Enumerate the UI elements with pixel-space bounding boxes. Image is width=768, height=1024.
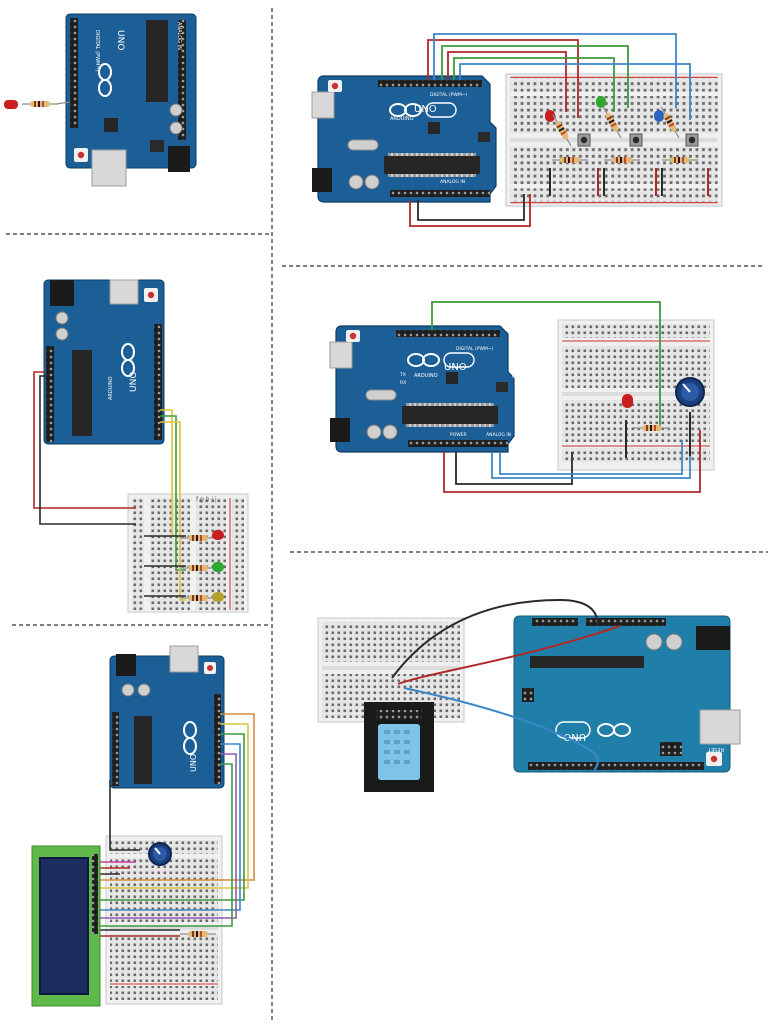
- panel-three-leds: UNO ARDUINO f g h i j: [33, 279, 249, 613]
- led-yellow: [212, 592, 224, 602]
- arduino-board: UNO RESET: [513, 615, 741, 773]
- wires: [100, 713, 255, 937]
- arduino-board: UNO DIGITAL (PWM~) ANALOG IN: [65, 13, 197, 187]
- breadboard: [105, 835, 223, 1005]
- breadboard: f g h i j: [127, 493, 249, 613]
- lcd-16x2: [31, 845, 101, 1007]
- analog-in-label: ANALOG IN: [486, 432, 511, 438]
- led-red: [212, 530, 224, 540]
- panel-single-led: UNO DIGITAL (PWM~) ANALOG IN: [4, 13, 197, 187]
- pushbutton: [577, 133, 591, 147]
- uno-label: UNO: [115, 30, 125, 50]
- panel-dividers: [6, 8, 768, 1020]
- analog-in-label: ANALOG IN: [176, 22, 182, 50]
- panel-led-potentiometer: UNO ARDUINO DIGITAL (PWM~) POWER ANALOG …: [329, 301, 715, 493]
- uno-label: UNO: [129, 372, 139, 392]
- potentiometer: [148, 842, 172, 866]
- power-label: POWER: [450, 432, 467, 438]
- arduino-board: UNO: [109, 645, 225, 789]
- analog-in-label: ANALOG IN: [440, 179, 465, 185]
- led-green: [596, 96, 606, 108]
- digital-label: DIGITAL (PWM~): [94, 30, 100, 72]
- arduino-label: ARDUINO: [108, 376, 114, 400]
- pushbutton: [629, 133, 643, 147]
- uno-label: UNO: [563, 731, 586, 742]
- pushbutton: [685, 133, 699, 147]
- uno-label: UNO: [189, 754, 198, 772]
- breadboard: [317, 617, 465, 723]
- uno-label: UNO: [444, 362, 467, 373]
- arduino-board: UNO ARDUINO: [43, 279, 165, 445]
- led-red: [545, 110, 555, 122]
- panel-dht11: UNO RESET: [317, 598, 741, 792]
- arduino-board: UNO ARDUINO DIGITAL (PWM~) POWER ANALOG …: [329, 325, 519, 453]
- on-label: ON: [512, 374, 519, 380]
- reset-label: RESET: [707, 746, 724, 752]
- arduino-label: ARDUINO: [414, 373, 438, 379]
- led-red: [4, 100, 18, 109]
- resistor: [21, 100, 71, 108]
- digital-label: DIGITAL (PWM~): [456, 346, 494, 352]
- panel-lcd-potentiometer: UNO: [31, 645, 255, 1007]
- panel-three-leds-buttons: UNO ARDUINO DIGITAL (PWM~) ANALOG IN: [311, 33, 723, 227]
- wires: [33, 371, 186, 601]
- uno-label: UNO: [414, 104, 437, 115]
- tx-label: TX: [399, 372, 406, 378]
- breadboard-column-labels: f g h i j: [196, 496, 217, 503]
- breadboard: [557, 319, 715, 471]
- dht11: [364, 702, 434, 792]
- rx-label: RX: [400, 380, 406, 386]
- wires: [431, 301, 701, 493]
- led-green: [212, 562, 224, 572]
- wires: [409, 33, 709, 227]
- wires: [391, 598, 621, 771]
- digital-label: DIGITAL (PWM~): [430, 92, 468, 98]
- led-red: [622, 394, 633, 408]
- arduino-board: UNO ARDUINO DIGITAL (PWM~) ANALOG IN: [311, 75, 497, 203]
- led-blue: [654, 110, 664, 122]
- arduino-label: ARDUINO: [390, 116, 414, 122]
- potentiometer: [675, 377, 705, 407]
